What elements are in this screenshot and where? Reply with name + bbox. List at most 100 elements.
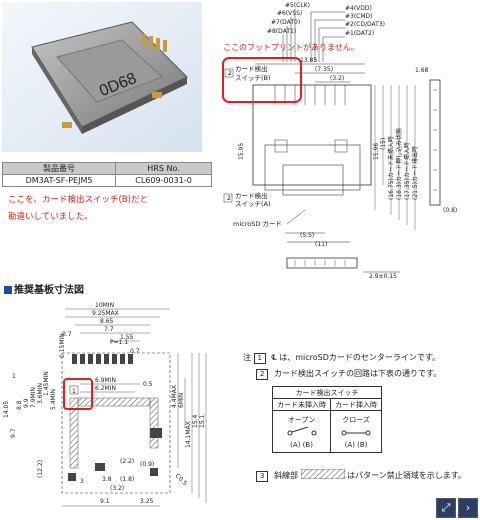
product-number-header: 製品番号 [1,162,117,175]
dim-label: 7.9MIN [30,387,37,408]
microsd-label: microSD カード [233,220,282,228]
switch-b-tag: 2 [228,70,232,77]
switch-col-uninserted: カード未挿入時 [271,398,332,411]
note-prefix: 注 [243,353,251,362]
switch-state-closed: クローズ [342,415,370,424]
dim-label: 3.8 [102,476,112,483]
note-1-tag: 1 [253,353,267,364]
pin-label: #4(VDD) [345,5,372,12]
dim-label: 15.95 [238,143,245,160]
dim-label: 8.8 [16,400,23,410]
pcb-footprint-drawing: 10MIN 9.25MAX 8.65 7.7 1.55 P=1.1 0.7 0.… [3,302,207,507]
pin-label: #1(DAT2) [345,30,374,37]
product-number-cell: DM3AT-SF-PEJM5 [1,174,117,187]
hrs-no-cell: CL609-0031-0 [115,174,212,187]
dim-label: 0.5 [143,381,153,388]
section-marker-icon [4,286,12,294]
switch-b-label: (B) [357,440,368,449]
dim-label: 9.25MAX [92,310,119,317]
next-button[interactable]: › [458,498,478,518]
note-3-tag: 3 [256,471,269,482]
dim-label: (2.2) [120,458,134,465]
product-table: 製品番号 HRS No. DM3AT-SF-PEJM5 CL609-0031-0 [1,162,212,187]
dim-label: 0.15MIN [59,333,66,358]
note-1-text: は、microSDカードのセンターラインです。 [279,353,441,362]
switch-b-label: (B) [302,440,313,449]
connector-photo-image: 0D68 [2,2,202,152]
switch-a-label: (A) [290,440,301,449]
closed-switch-icon [341,430,371,435]
dim-label: 3.25 [140,498,154,505]
dim-label: 14.05 [3,401,10,418]
hrs-no-header: HRS No. [115,162,212,175]
dim-label: 0.7 [62,331,72,338]
dim-label: 15.1 [199,414,206,428]
switch-b-highlight [222,57,302,103]
dim-label: 3 [80,478,84,485]
top-connector-drawing: #5(CLK) #4(VDD) #6(VSS) #3(CMD) #7(DAT0)… [222,2,457,280]
dim-label: 8.65 [100,318,114,325]
product-note-1: ここを、カード検出スイッチ(B)だと [8,195,148,205]
dim-label: (15) [380,138,387,150]
dim-label: 6.2MIN [95,385,116,392]
switch-col-inserted: カード挿入時 [330,398,382,411]
dim-label: 10MIN [95,302,114,309]
dim-label: (7.35) [315,66,333,73]
switch-cell-closed: クローズ (A) (B) [330,410,382,453]
dim-label: (0.9) [140,461,154,468]
hatch-sample-icon [300,468,345,480]
dim-label: 13.85 [300,57,317,64]
switch-a-label-1: カード検出 [235,191,268,200]
dim-label: (5.5) [300,232,314,239]
note-3-text-b: はパターン禁止領域を示します。 [347,471,466,480]
pin-label: #6(VSS) [277,10,302,17]
dim-label: 6.9MIN [95,377,116,384]
dim-label: 5.4MIN [50,389,57,410]
note-1: 注 1 ℄ は、microSDカードのセンターラインです。 [243,352,440,364]
dim-label: (3.2) [330,75,344,82]
footprint-note: ここのフットプリントがありません。 [223,42,359,52]
dim-label: C0.5 [174,472,189,487]
dim-label: 14.1MAX [185,421,192,448]
note-3-text-a: 斜線部 [274,471,299,480]
switch-footprint-highlight [63,378,93,410]
switch-b-label-2: スイッチ(B) [235,74,271,82]
centerline-symbol: ℄ [271,353,277,362]
dim-label: 6MIN [178,393,185,408]
dim-label: 9.7 [10,428,17,438]
pin-label: #3(CMD) [345,13,373,20]
pin-label: #8(DAT1) [267,28,296,35]
switch-a-label: (A) [344,440,355,449]
note-3: 3 斜線部 はパターン禁止領域を示します。 [256,468,466,482]
open-switch-icon [287,426,317,435]
dim-label: 1.68 [415,67,429,74]
dim-label: 0.7 [130,348,140,355]
highlight-tag: 1 [72,388,76,395]
pin-label: #7(DAT0) [271,19,300,26]
dim-label: P=1.1 [110,339,128,346]
switch-b-label-1: カード検出 [235,64,268,73]
switch-table-title: カード検出スイッチ [272,386,382,399]
switch-table: カード検出スイッチ カード未挿入時 カード挿入時 オープン (A) (B) クロ… [271,386,382,453]
dim-label: (11) [315,241,327,248]
switch-cell-open: オープン (A) (B) [271,410,332,453]
dim-label: 4.4MAX [171,385,178,408]
dim-label: 15.96 [373,143,380,160]
dim-label: (0.8) [443,207,457,214]
dim-label: 1.45MIN [43,371,50,396]
product-note-2: 勘違いしていました。 [8,212,93,222]
dim-label: 3.6MIN [37,383,44,404]
pin-label: #2(CD/DAT3) [345,21,385,28]
note-2: 2 カード検出スイッチの回路は下表の通りです。 [256,368,441,380]
product-photo: 0D68 [2,2,202,152]
dim-label: 1.55 [120,334,134,341]
switch-a-tag: 2 [227,195,231,202]
expand-button[interactable]: ⤢ [436,498,456,518]
dim-label: 7.7 [104,326,114,333]
pin-label: #5(CLK) [285,2,310,9]
switch-a-label-2: スイッチ(A) [235,200,271,208]
dim-label: (3.2) [110,485,124,492]
dim-label: (1.8) [120,476,134,483]
note-2-tag: 2 [256,369,269,380]
dim-label: (12.2) [37,460,44,478]
